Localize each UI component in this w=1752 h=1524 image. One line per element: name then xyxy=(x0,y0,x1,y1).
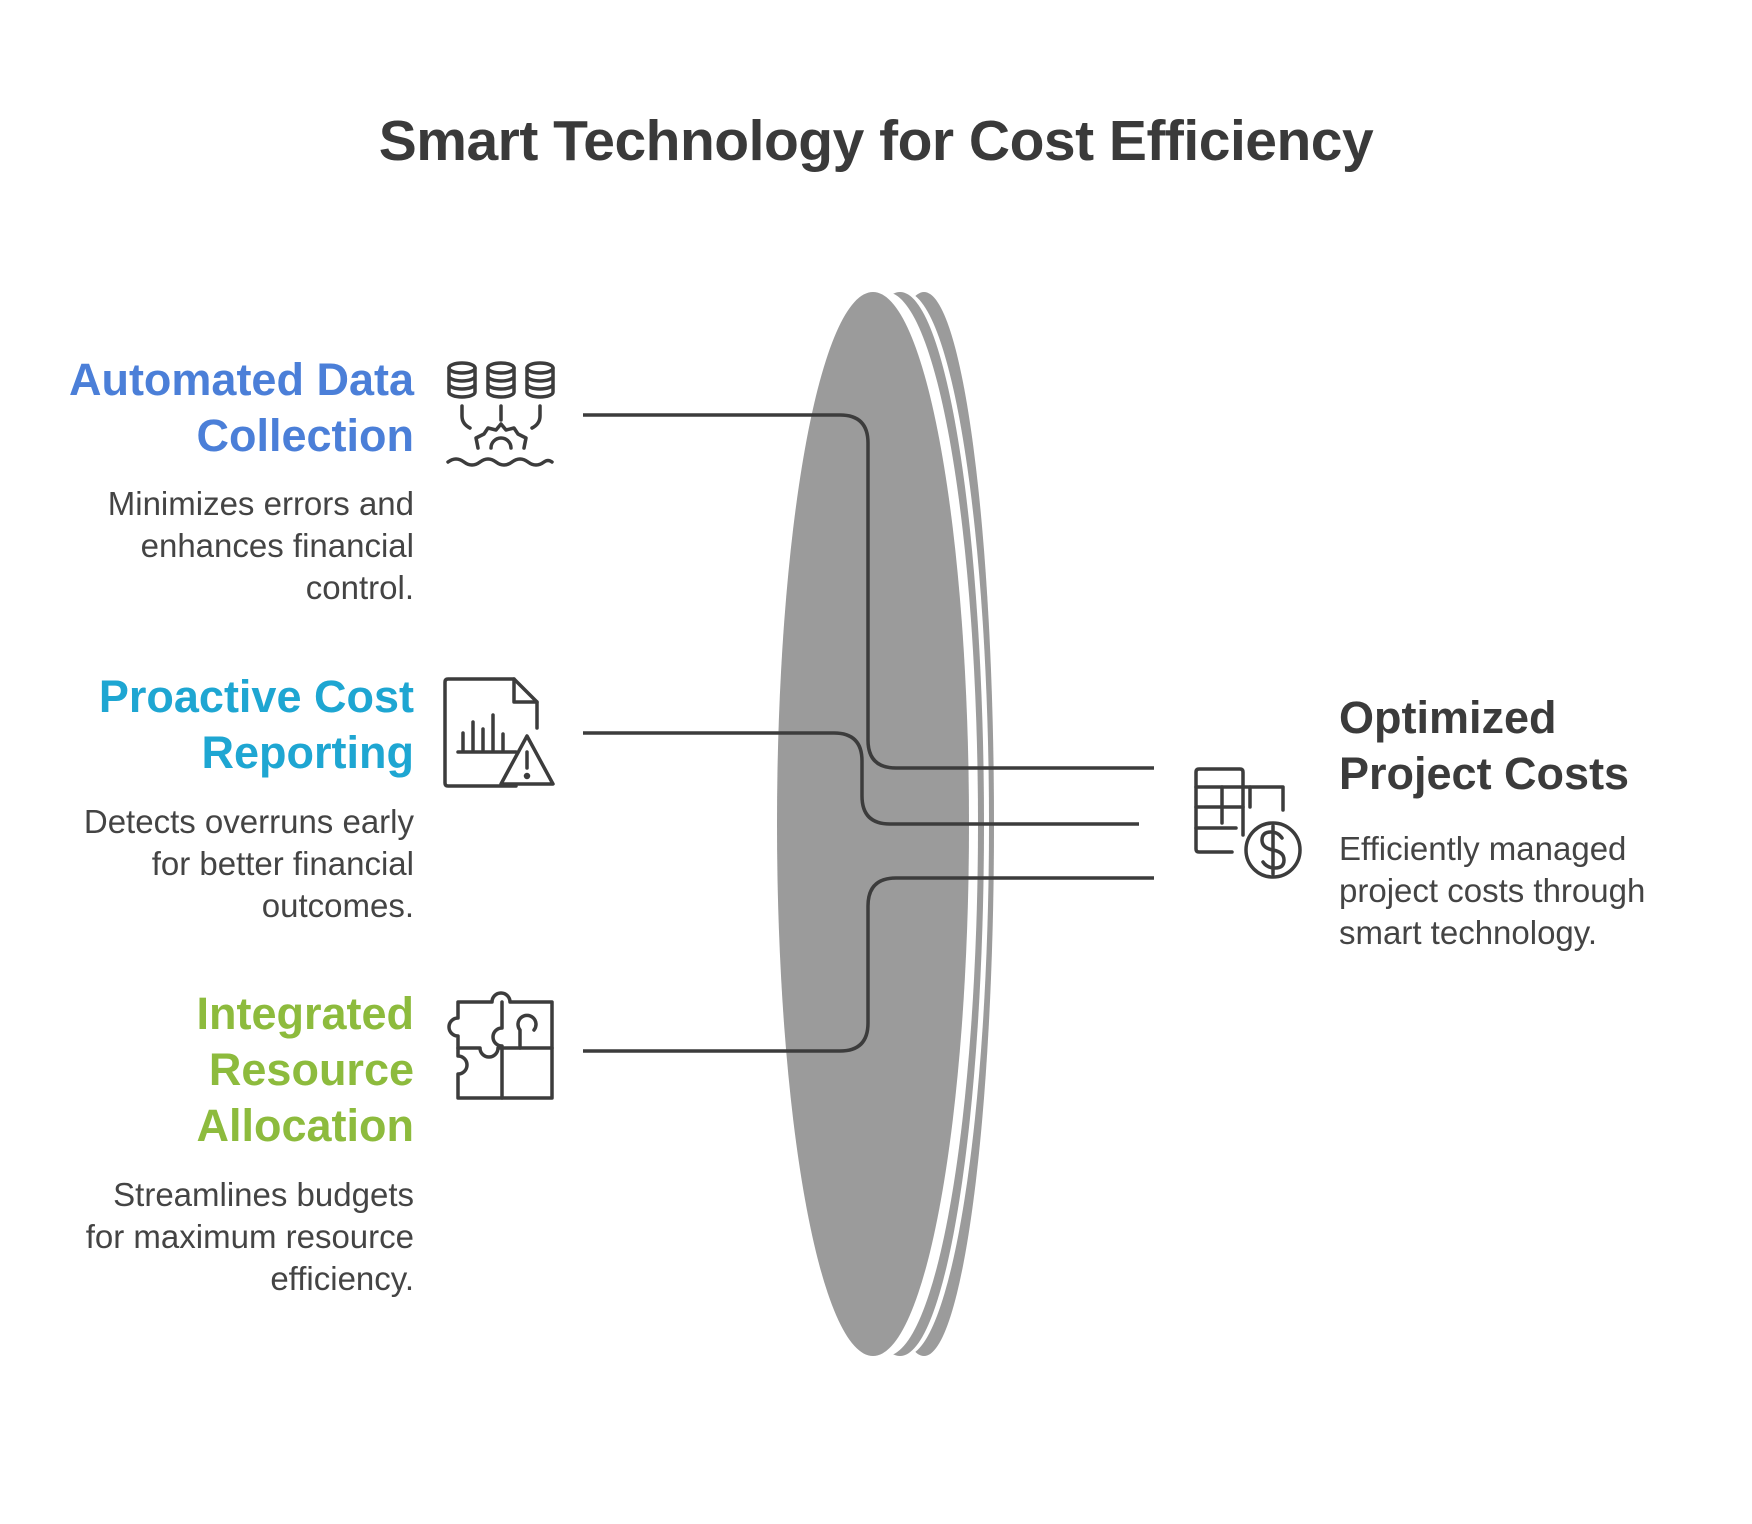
description-line: Streamlines budgets xyxy=(113,1176,414,1213)
output-heading-optimized-project-costs: Optimized Project Costs xyxy=(1339,690,1629,802)
heading-line: Optimized xyxy=(1339,692,1557,743)
description-line: Efficiently managed xyxy=(1339,830,1627,867)
heading-line: Proactive Cost xyxy=(98,671,414,722)
input-description-automated-data-collection: Minimizes errors and enhances financial … xyxy=(108,483,414,609)
heading-line: Automated Data xyxy=(68,354,414,405)
description-line: enhances financial xyxy=(140,527,414,564)
description-line: Minimizes errors and xyxy=(107,485,414,522)
output-description-optimized-project-costs: Efficiently managed project costs throug… xyxy=(1339,828,1645,954)
input-description-integrated-resource-allocation: Streamlines budgets for maximum resource… xyxy=(86,1174,414,1300)
description-line: for maximum resource xyxy=(85,1218,414,1255)
connector-integrated-resource xyxy=(583,876,1154,1053)
description-line: Detects overruns early xyxy=(83,803,414,840)
heading-line: Project Costs xyxy=(1339,748,1630,799)
description-line: control. xyxy=(305,569,414,606)
description-line: efficiency. xyxy=(270,1260,414,1297)
description-line: for better financial xyxy=(151,845,414,882)
heading-line: Integrated xyxy=(196,988,414,1039)
connector-lines xyxy=(583,413,1154,1053)
diagram-title: Smart Technology for Cost Efficiency xyxy=(378,109,1374,173)
input-heading-automated-data-collection: Automated Data Collection xyxy=(69,352,414,464)
description-line: smart technology. xyxy=(1339,914,1598,951)
heading-line: Reporting xyxy=(201,727,414,778)
input-heading-integrated-resource-allocation: Integrated Resource Allocation xyxy=(196,986,414,1154)
connector-proactive-cost xyxy=(583,731,1139,826)
heading-line: Resource xyxy=(208,1044,414,1095)
lens-front-face xyxy=(777,292,969,1356)
heading-line: Collection xyxy=(196,410,414,461)
input-description-proactive-cost-reporting: Detects overruns early for better financ… xyxy=(84,801,414,927)
connector-automated-data xyxy=(583,413,1154,770)
puzzle-icon xyxy=(447,991,554,1100)
input-heading-proactive-cost-reporting: Proactive Cost Reporting xyxy=(99,669,414,781)
database-gear-icon xyxy=(446,361,555,467)
report-warning-icon xyxy=(443,677,555,788)
heading-line: Allocation xyxy=(196,1100,414,1151)
spreadsheet-dollar-icon xyxy=(1194,767,1302,879)
description-line: outcomes. xyxy=(261,887,414,924)
description-line: project costs through xyxy=(1339,872,1646,909)
